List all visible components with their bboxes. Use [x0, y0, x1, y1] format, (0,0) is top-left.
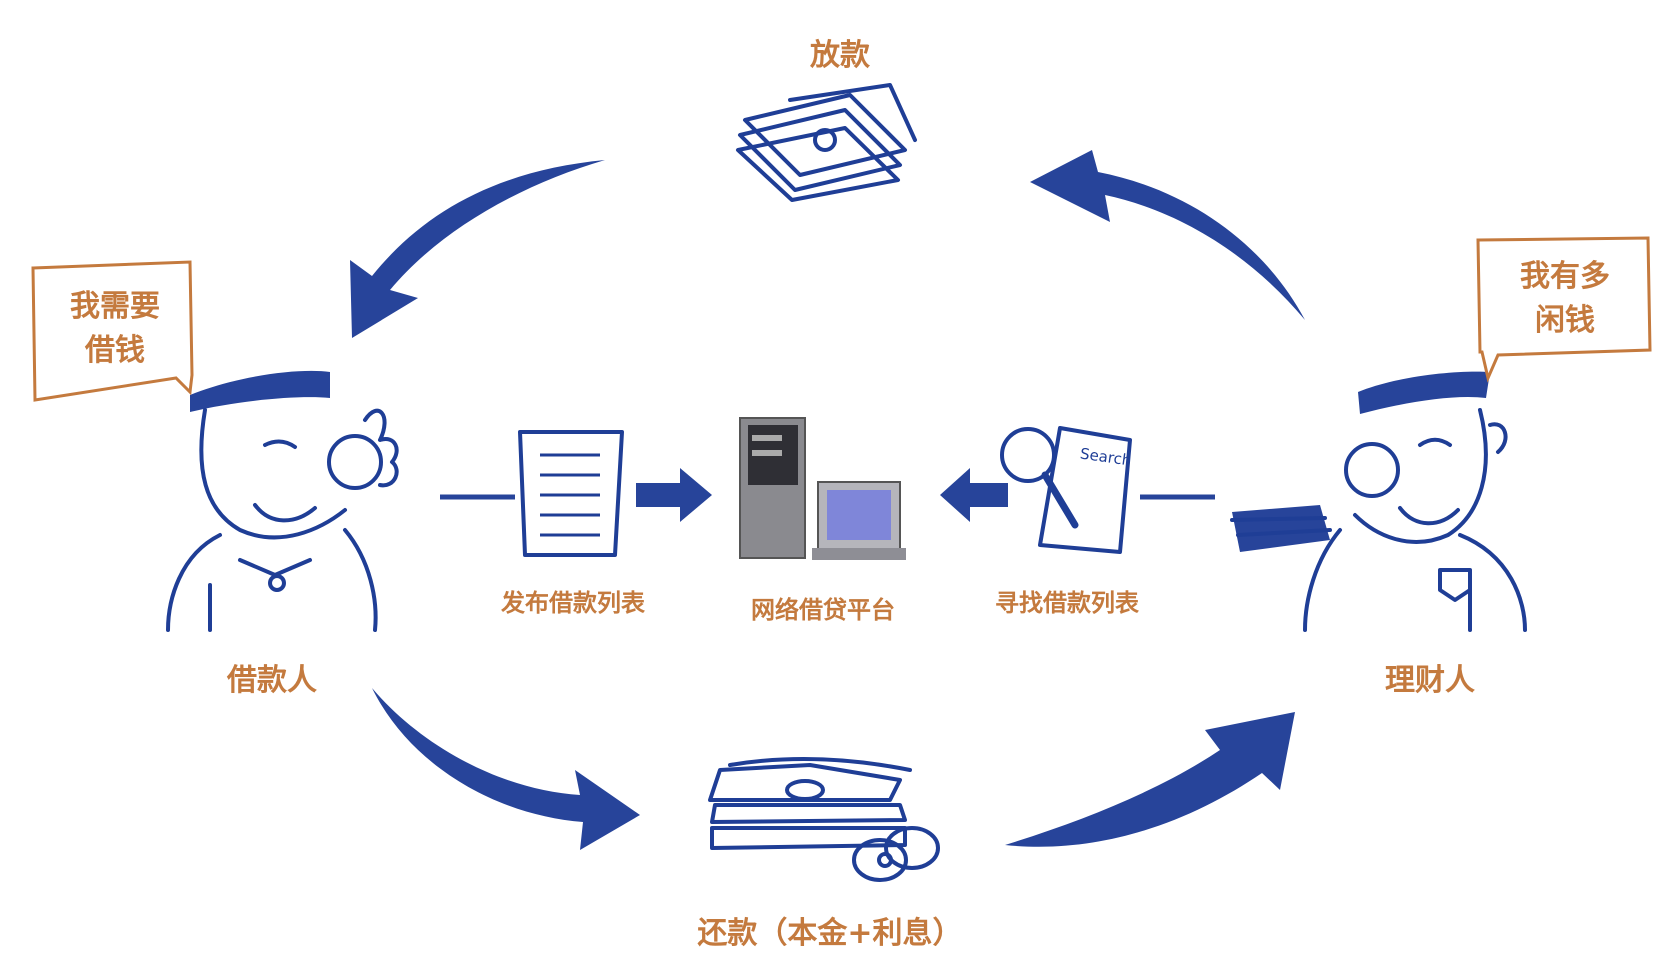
label-platform: 网络借贷平台 [751, 596, 895, 624]
borrower-bubble-text: 我需要 借钱 [45, 285, 185, 373]
arrow-list-to-platform [636, 468, 712, 522]
label-disburse: 放款 [810, 38, 870, 73]
label-lender: 理财人 [1385, 663, 1475, 698]
search-document-icon [1000, 426, 1132, 554]
lender-speech-bubble [1476, 236, 1652, 383]
lender-bubble-line-2: 闲钱 [1535, 303, 1595, 338]
money-stack-bottom-icon [708, 756, 940, 882]
lender-bubble-line-1: 我有多 [1520, 259, 1610, 294]
server-computer-icon [739, 417, 906, 560]
label-publish-list: 发布借款列表 [501, 589, 645, 617]
arrow-top-right [1030, 150, 1305, 320]
label-borrower: 借款人 [227, 663, 317, 698]
arrow-top-left [350, 160, 605, 338]
borrower-bubble-line-2: 借钱 [85, 333, 145, 368]
arrow-search-to-platform [940, 468, 1008, 522]
arrow-bottom-right [1005, 712, 1295, 847]
label-search-list: 寻找借款列表 [995, 589, 1139, 617]
borrower-speech-bubble [31, 260, 194, 402]
label-repayment: 还款（本金+利息） [697, 916, 963, 951]
borrower-figure-icon [166, 370, 399, 632]
borrower-bubble-line-1: 我需要 [70, 289, 160, 324]
lender-figure-icon [1230, 371, 1527, 632]
arrow-bottom-left [372, 688, 640, 850]
publish-list-document-icon [518, 430, 624, 557]
money-stack-top-icon [736, 83, 917, 202]
lender-bubble-text: 我有多 闲钱 [1490, 255, 1640, 343]
